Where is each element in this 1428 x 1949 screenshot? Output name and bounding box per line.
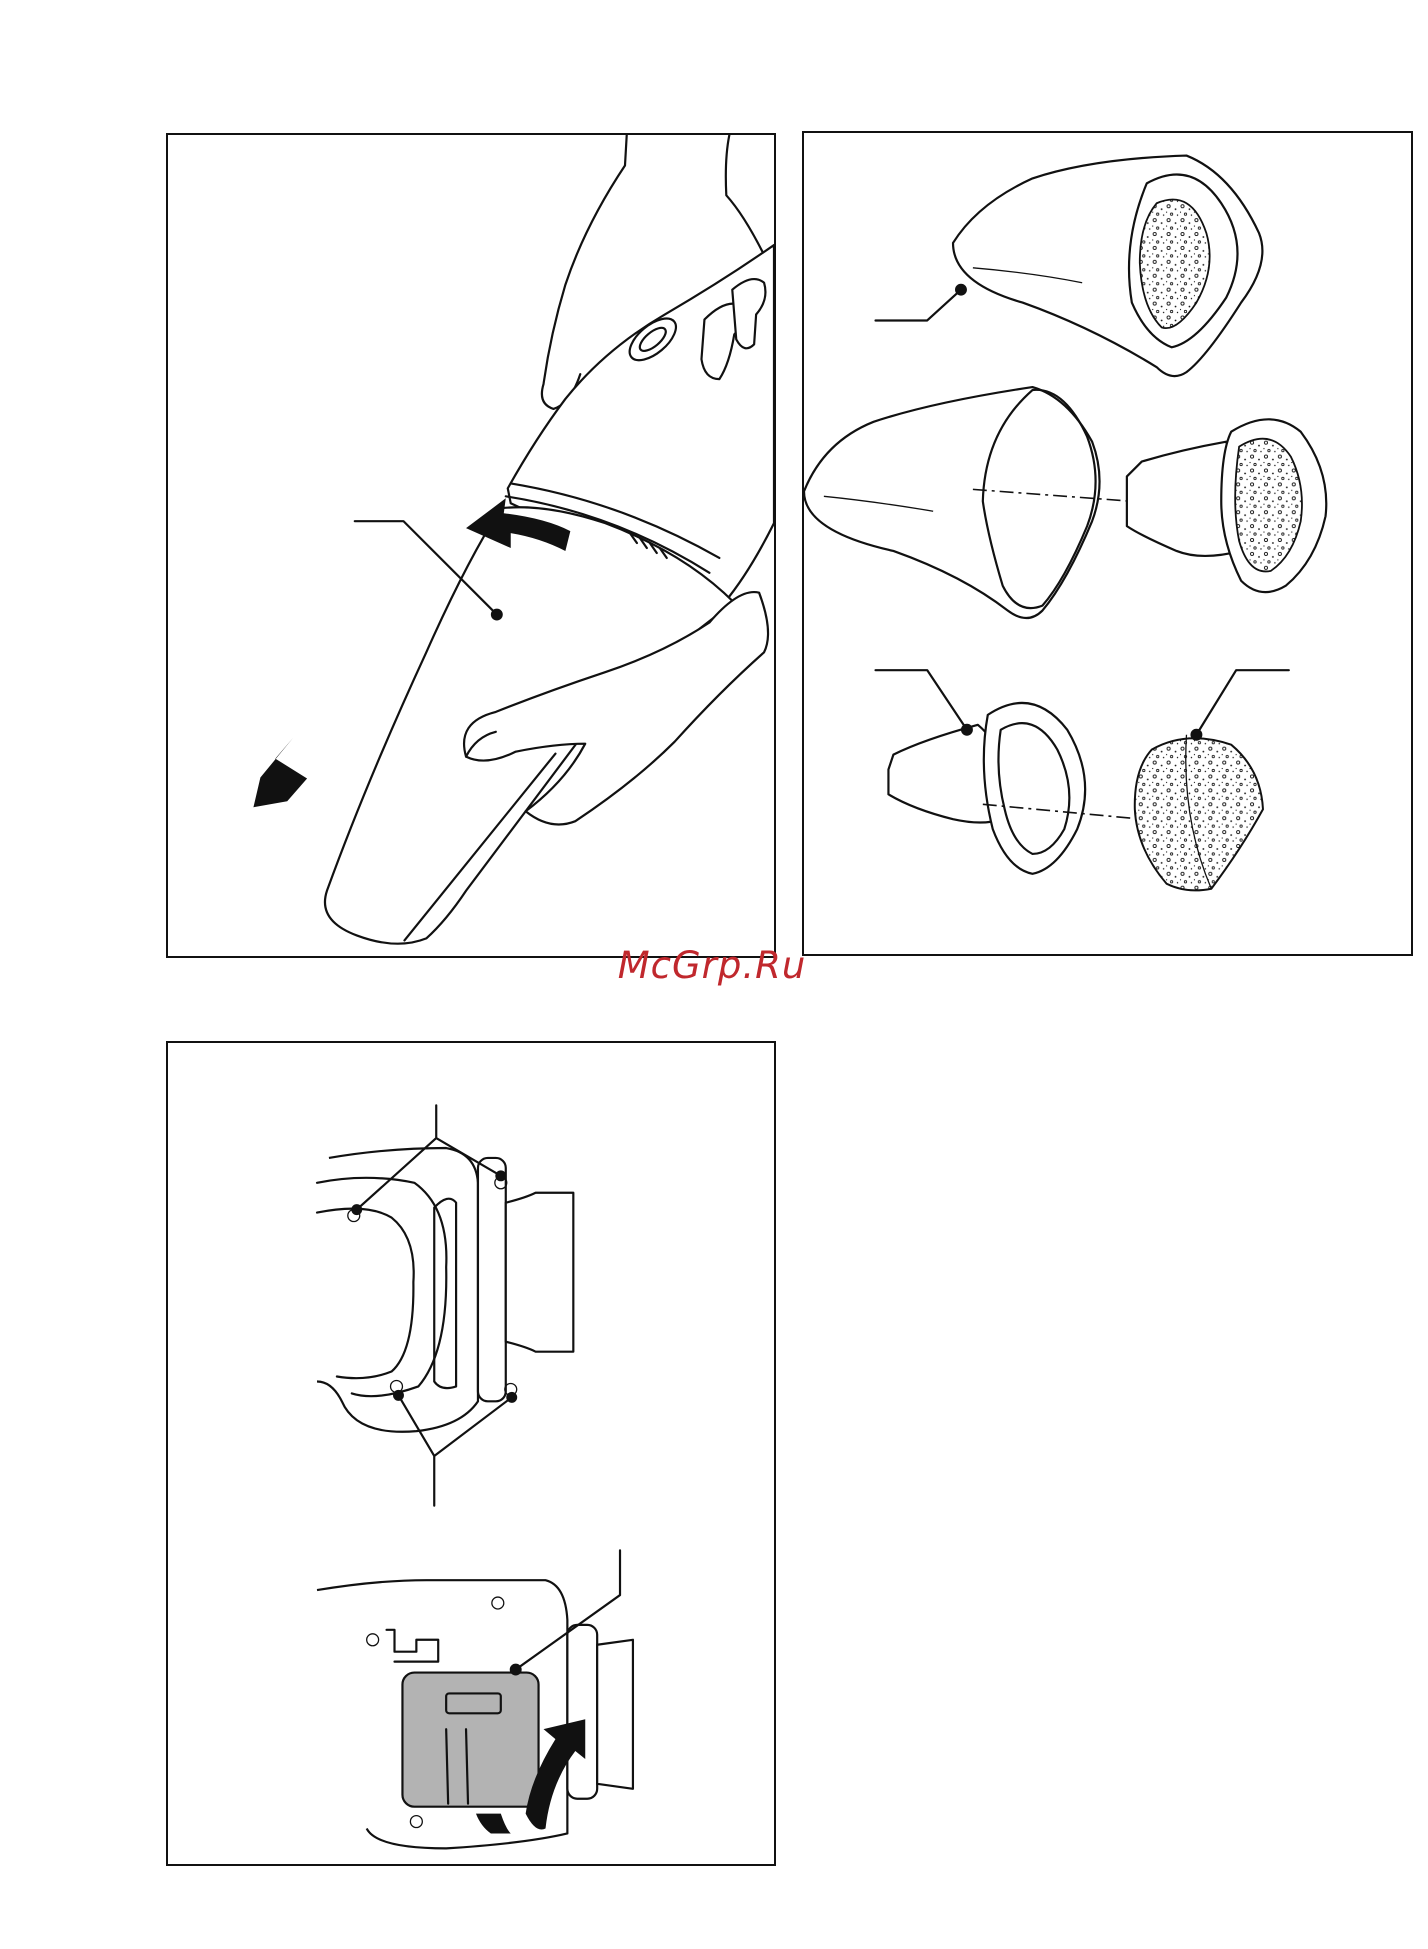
housing-open-nozzle <box>597 1640 633 1789</box>
callout-line-foam-filter <box>1196 670 1288 735</box>
pull-down-arrow <box>253 738 307 808</box>
housing-front-ring <box>478 1158 506 1401</box>
callout-dot-screw-br <box>506 1392 517 1403</box>
dust-bowl-open <box>804 387 1100 618</box>
callout-dot-screw-tr <box>495 1170 506 1181</box>
callout-dot-battery <box>510 1664 522 1676</box>
figure-battery-housing <box>166 1041 776 1866</box>
watermark: McGrp.Ru <box>612 944 812 987</box>
assembled-filter-top <box>953 156 1262 377</box>
callout-dot-screw-bl <box>393 1390 404 1401</box>
figure-remove-dust-bowl <box>166 133 776 958</box>
callout-dot-foam-filter <box>1190 729 1202 741</box>
callout-line-filter-assembly <box>876 290 961 321</box>
callout-line-filter-cup <box>876 670 967 730</box>
battery-housing-drawing <box>168 1043 774 1864</box>
callout-dot-screw-tl <box>351 1204 362 1215</box>
housing-open-ring <box>567 1625 597 1799</box>
vacuum-in-hand-drawing <box>168 135 774 956</box>
upper-arm-outline <box>726 135 764 255</box>
figure-filter-exploded <box>802 131 1413 956</box>
callout-dot-filter-cup <box>961 724 973 736</box>
housing-shell-top <box>317 1148 478 1432</box>
foam-filter <box>1135 738 1263 890</box>
callout-dot-dust-bowl <box>491 609 503 621</box>
callout-dot-filter-assembly <box>955 284 967 296</box>
filter-exploded-drawing <box>804 133 1411 954</box>
housing-nozzle-end <box>506 1193 574 1352</box>
